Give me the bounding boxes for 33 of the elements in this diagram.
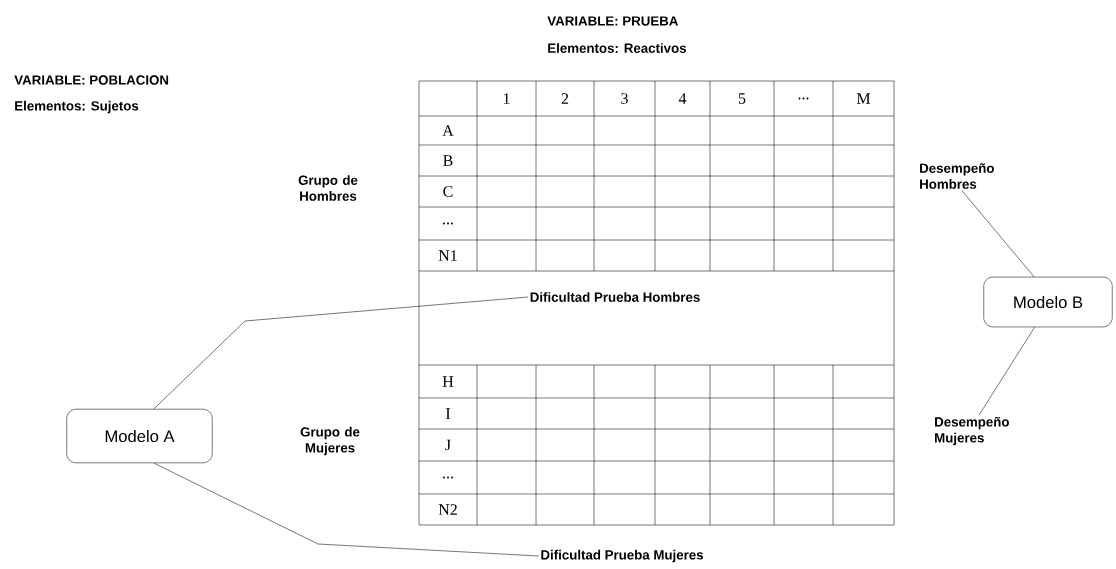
column-header: 2 — [561, 93, 569, 104]
group-label: Grupo de Mujeres — [300, 426, 360, 456]
row-header: H — [442, 376, 454, 387]
row-header: ... — [443, 222, 453, 225]
row-header: C — [443, 186, 453, 197]
row-header: J — [445, 439, 451, 451]
heading-text: VARIABLE: PRUEBA — [547, 16, 679, 26]
row-header: A — [442, 125, 454, 136]
heading-text: Elementos: Reactivos — [548, 43, 686, 53]
column-header: 5 — [738, 93, 746, 104]
rounded-box: Modelo B — [983, 276, 1113, 328]
connector-line — [961, 190, 1035, 278]
rounded-box: Modelo A — [66, 408, 213, 464]
column-header: 3 — [621, 93, 628, 104]
connector-line — [153, 462, 540, 557]
text-label: Desempeño Mujeres — [935, 416, 1009, 446]
column-header: 1 — [503, 93, 510, 104]
text-label: Desempeño Hombres — [920, 163, 994, 189]
row-header: ... — [443, 476, 453, 479]
row-header: N1 — [438, 250, 457, 261]
heading-text: VARIABLE: POBLACION — [14, 75, 169, 85]
row-header: I — [445, 408, 451, 419]
row-header: N2 — [438, 504, 457, 515]
column-header: ... — [798, 97, 809, 100]
column-header: M — [856, 93, 871, 104]
text-label: Dificultad Prueba Hombres — [530, 292, 700, 302]
text-label: Dificultad Prueba Mujeres — [541, 549, 704, 563]
connector-line — [153, 296, 529, 410]
row-header: B — [443, 155, 453, 166]
heading-text: Elementos: Sujetos — [15, 100, 139, 114]
connector-line — [978, 326, 1035, 416]
column-header: 4 — [678, 93, 687, 104]
group-label: Grupo de Hombres — [298, 175, 358, 201]
